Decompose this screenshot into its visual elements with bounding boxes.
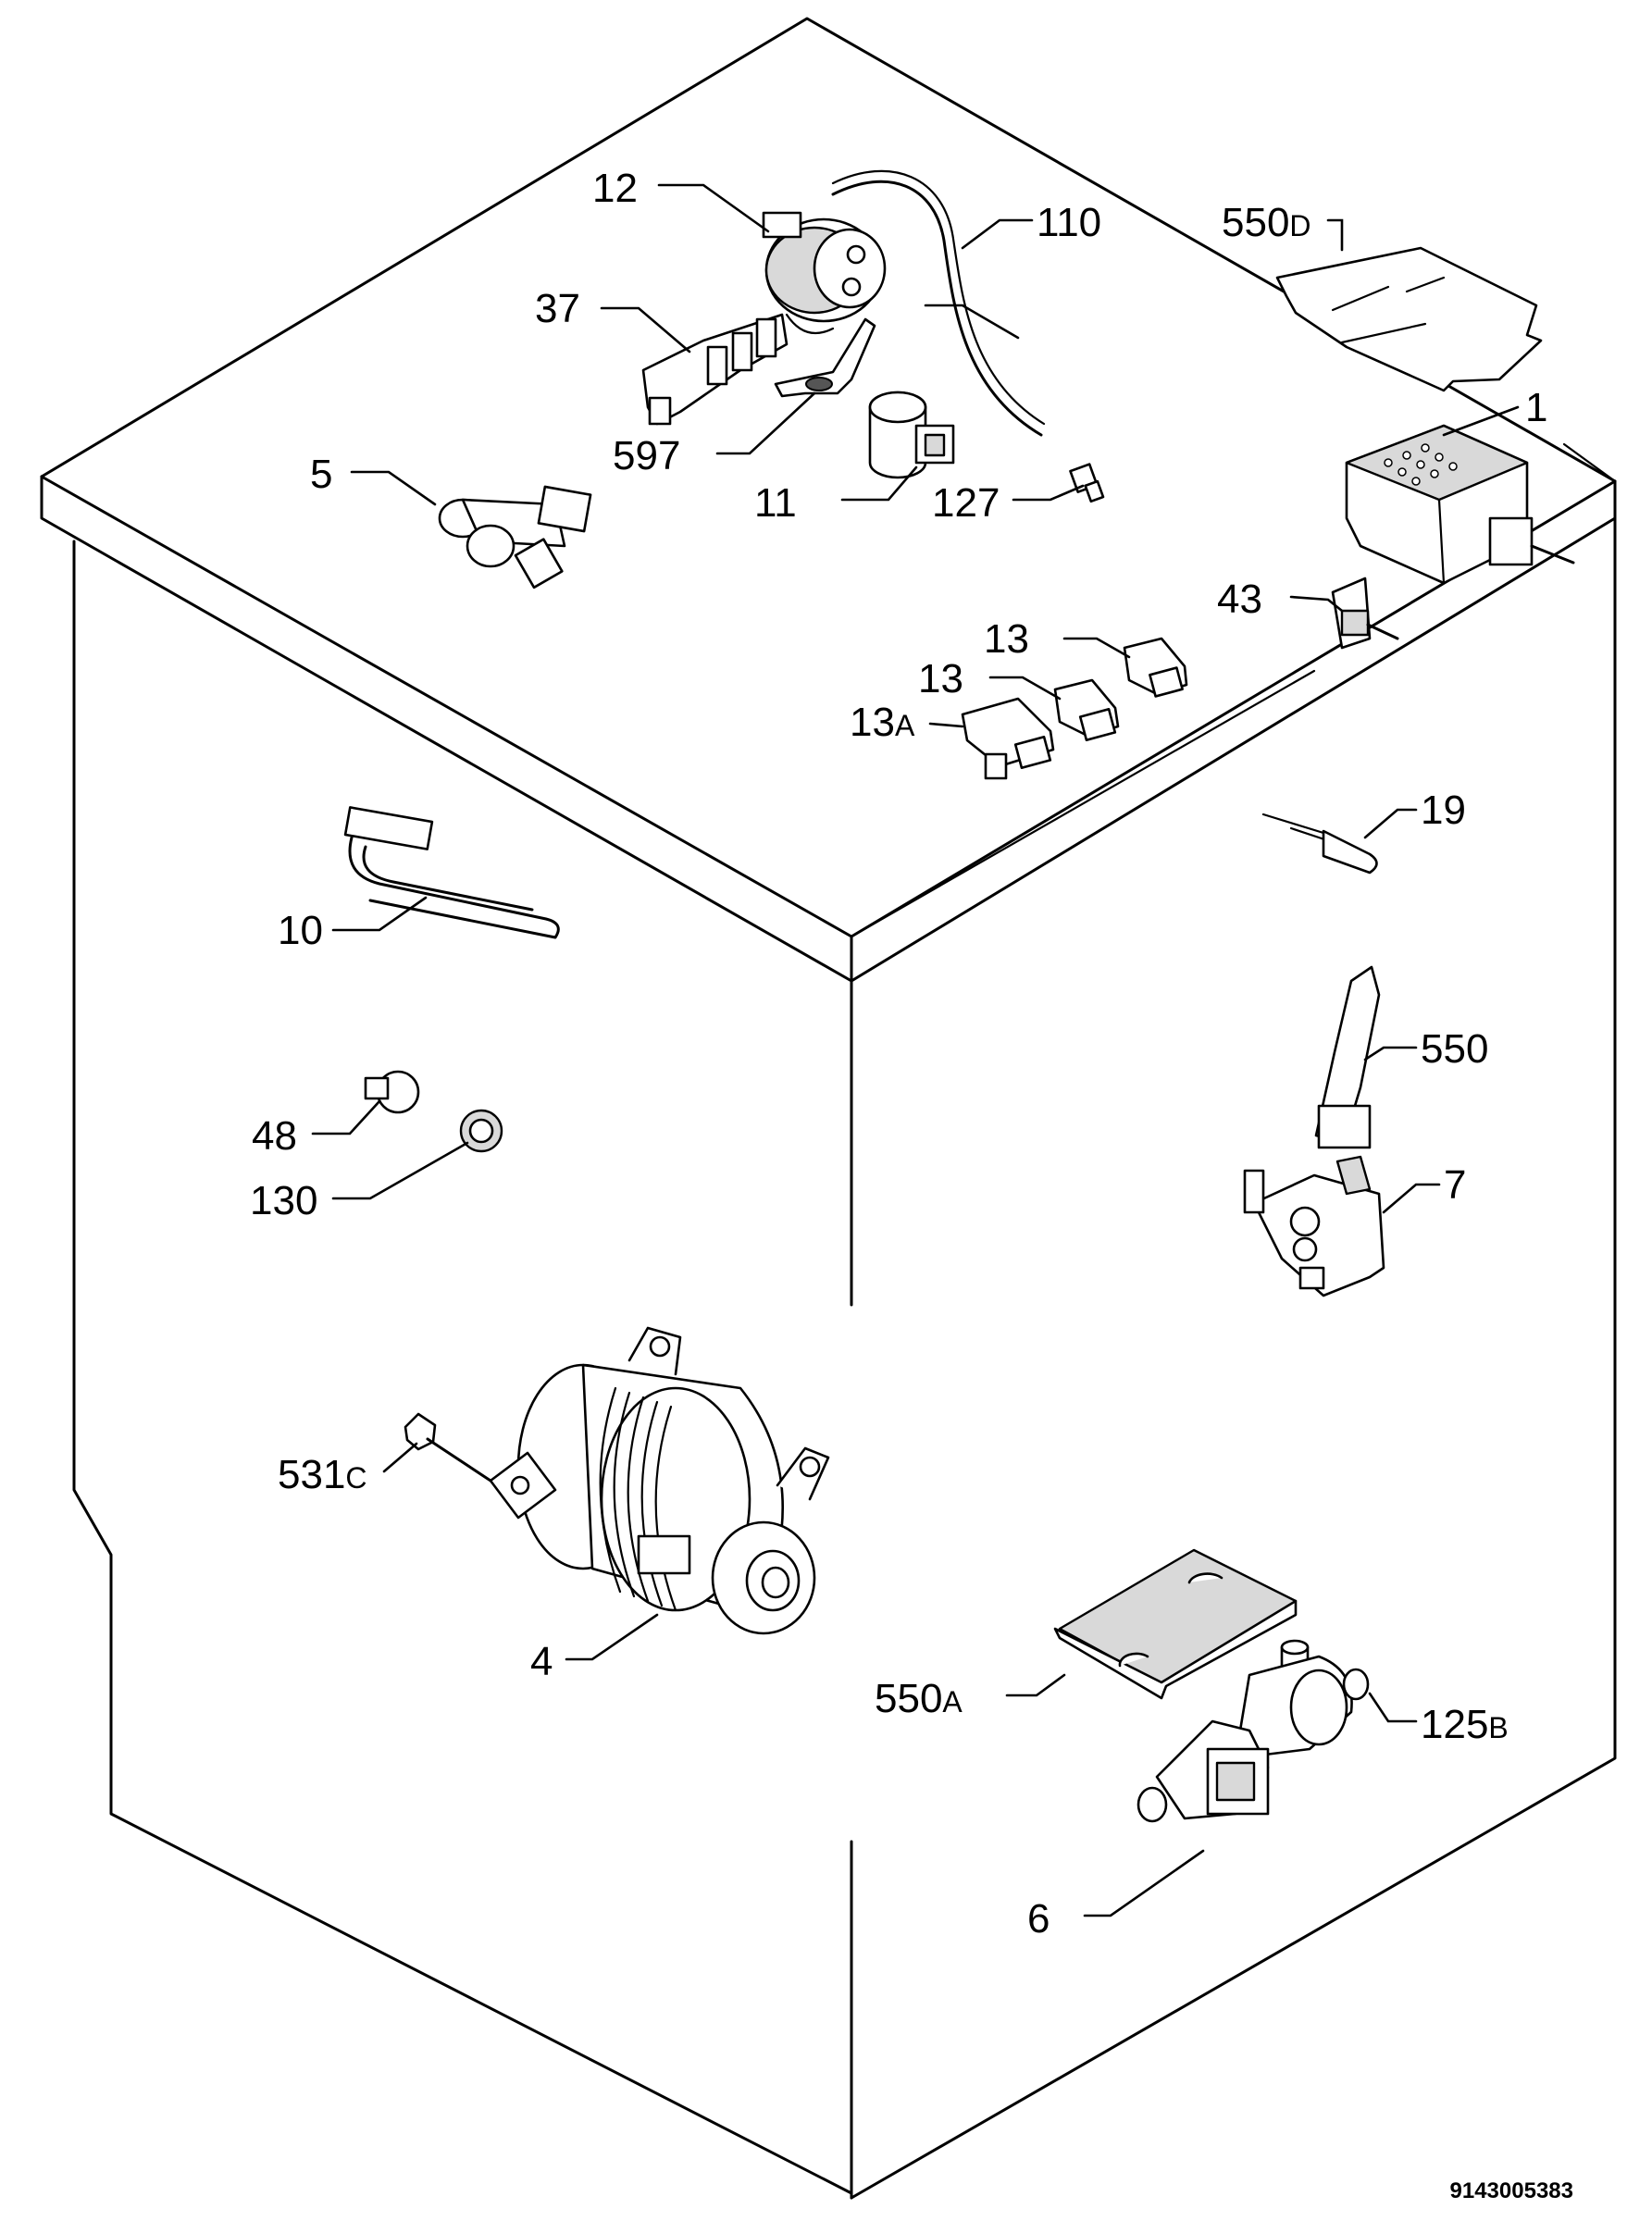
- label-12: 12: [592, 166, 638, 211]
- diagram-code: 9143005383: [1450, 2178, 1573, 2203]
- drain-pump-part-6: [1137, 1639, 1353, 1823]
- door-lock-cable-part-550: [1314, 965, 1381, 1149]
- switch-part-43: [1331, 577, 1399, 650]
- label-19: 19: [1421, 788, 1466, 833]
- temperature-sensor-part-19: [1261, 813, 1378, 875]
- terminal-block-part-37: [641, 313, 789, 426]
- bracket-part-597: [774, 317, 876, 398]
- cover-plate-part-550D: [1275, 246, 1543, 392]
- thermostat-part-48: [364, 1070, 420, 1114]
- label-37: 37: [535, 286, 580, 331]
- interference-filter-part-11: [868, 391, 955, 479]
- motor-part-4: [489, 1326, 830, 1635]
- knob-part-130: [459, 1109, 503, 1153]
- label-13-upper: 13: [984, 616, 1029, 662]
- inlet-valve-part-5: [438, 485, 592, 589]
- label-597: 597: [613, 433, 680, 478]
- leader-lines: [311, 183, 1520, 1917]
- connector-part-13-lower: [1053, 678, 1120, 741]
- label-11: 11: [754, 480, 797, 526]
- label-48: 48: [252, 1113, 297, 1159]
- label-7: 7: [1444, 1162, 1466, 1208]
- hose-part-110: [831, 169, 1046, 437]
- programmer-timer-part-1: [1345, 424, 1575, 585]
- label-10: 10: [278, 908, 323, 953]
- label-127: 127: [932, 480, 1000, 526]
- label-125B: 125B: [1421, 1702, 1509, 1747]
- pressure-switch-part-12: [762, 211, 887, 335]
- label-550A: 550A: [875, 1676, 963, 1721]
- seal-ring-part-125B: [1342, 1668, 1370, 1701]
- door-lock-part-7: [1243, 1155, 1385, 1297]
- label-13-lower: 13: [918, 656, 963, 701]
- label-4: 4: [530, 1639, 553, 1684]
- label-110: 110: [1037, 200, 1101, 245]
- part-labels: 12 110 550D 37 1 5 597 11 127 43 13 13 1…: [250, 166, 1547, 1942]
- label-130: 130: [250, 1178, 317, 1223]
- label-550D: 550D: [1222, 200, 1311, 245]
- nipple-part-127: [1069, 463, 1105, 503]
- label-531C: 531C: [278, 1452, 367, 1497]
- label-1: 1: [1525, 385, 1547, 430]
- label-550: 550: [1421, 1026, 1488, 1072]
- label-13A: 13A: [850, 700, 915, 745]
- screw-part-531C: [404, 1412, 492, 1483]
- cover-part-550A: [1053, 1548, 1298, 1700]
- connector-part-13-upper: [1123, 637, 1188, 698]
- label-5: 5: [310, 452, 332, 497]
- label-43: 43: [1217, 577, 1262, 622]
- connector-part-13A: [961, 697, 1055, 780]
- label-6: 6: [1027, 1896, 1050, 1942]
- heating-element-part-10: [343, 806, 560, 939]
